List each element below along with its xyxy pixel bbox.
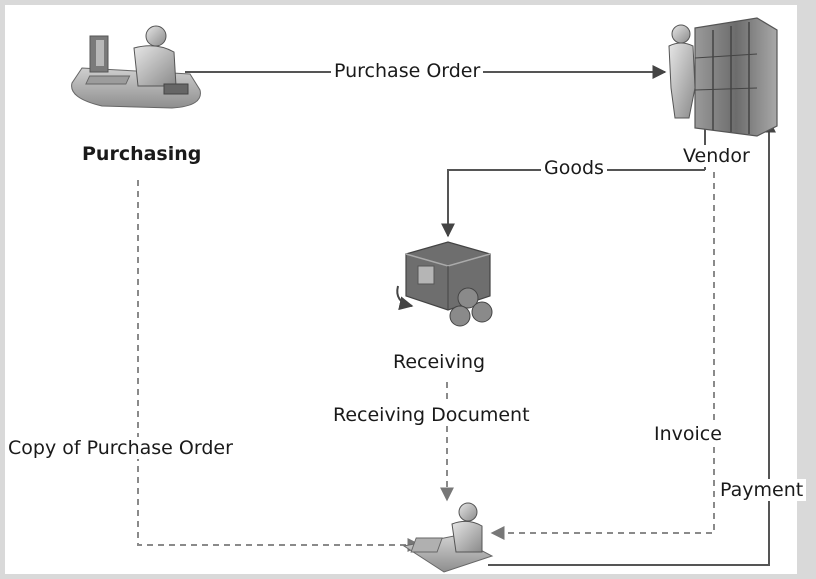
label-invoice: Invoice [651, 423, 725, 445]
flow-line-goods [441, 169, 705, 238]
flow-line-payment [488, 118, 776, 566]
person-at-desk-icon [402, 502, 494, 573]
label-goods: Goods [541, 157, 607, 179]
label-copy-of-purchase-order: Copy of Purchase Order [5, 437, 236, 459]
receiving-dock-icon [396, 241, 493, 327]
flow-line-invoice [490, 172, 715, 540]
label-purchasing: Purchasing [79, 143, 205, 165]
label-receiving: Receiving [390, 351, 489, 373]
label-vendor: Vendor [680, 145, 753, 167]
person-at-desk-icon [71, 25, 201, 109]
flow-line-copy-of-purchase-order [137, 180, 422, 552]
vendor-warehouse-icon [668, 17, 778, 137]
label-payment: Payment [717, 479, 807, 501]
label-purchase-order: Purchase Order [331, 60, 484, 82]
label-receiving-document: Receiving Document [330, 404, 533, 426]
